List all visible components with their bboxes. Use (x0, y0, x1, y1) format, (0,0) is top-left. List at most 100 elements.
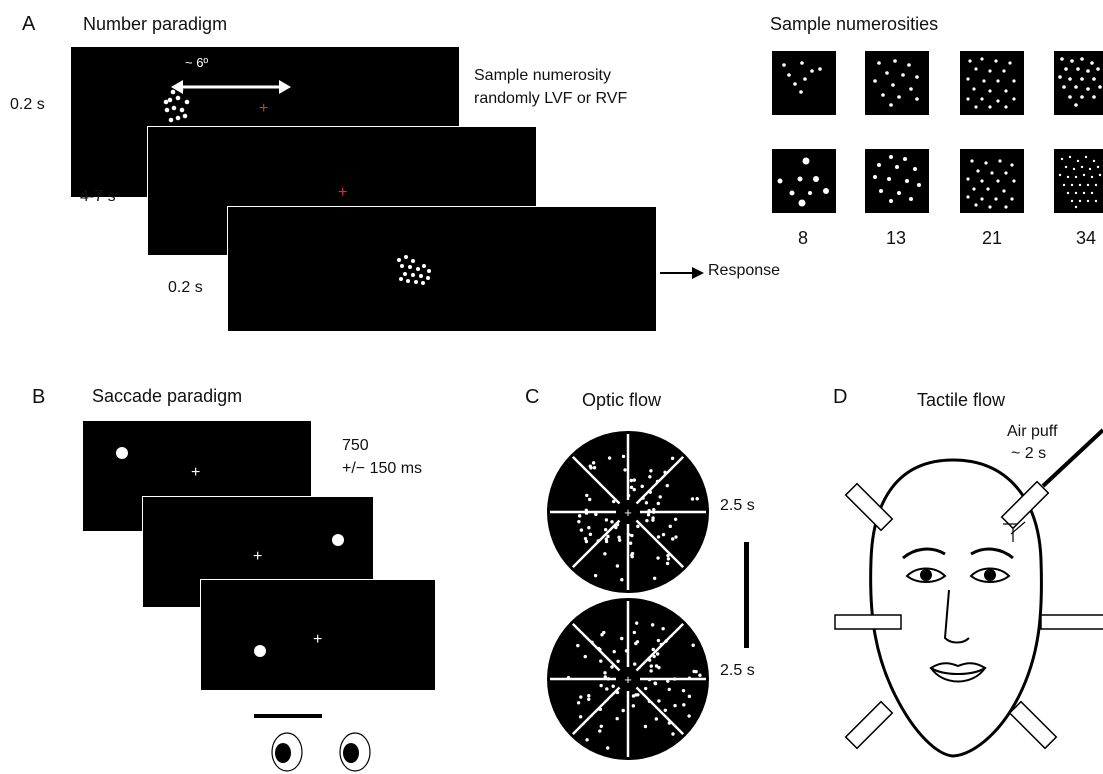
flow-dot (603, 671, 607, 675)
flow-dot (584, 539, 589, 544)
flow-dot (626, 493, 631, 498)
flow-dot (623, 468, 627, 472)
flow-dot (663, 708, 668, 712)
fixation-cross: + (313, 631, 323, 648)
flow-dot (566, 676, 571, 680)
flow-dot (656, 556, 660, 560)
flow-dot (663, 470, 667, 475)
panel-b-title: Saccade paradigm (92, 386, 243, 406)
flow-dot (636, 524, 640, 529)
flow-dot (630, 533, 634, 538)
flow-spoke (635, 622, 685, 672)
flow-dot (610, 665, 614, 669)
flow-dot (652, 576, 657, 580)
flow-dot (617, 535, 621, 539)
flow-dot (674, 535, 678, 539)
flow-dot (647, 699, 652, 703)
flow-dot (615, 716, 619, 721)
flow-dot (652, 654, 656, 659)
red-fixation-cross: + (259, 100, 269, 117)
numerosity-sample-13b (865, 149, 929, 213)
flow-dot (585, 493, 589, 498)
flow-dot (621, 708, 625, 713)
flow-dot (666, 553, 670, 558)
flow-dot (589, 466, 593, 470)
sample-dot-cluster (163, 87, 190, 123)
flow-dot (579, 695, 583, 699)
flow-dot (665, 561, 670, 566)
flow-dot (583, 536, 588, 541)
flow-dot (641, 496, 645, 500)
flow-dot (661, 532, 666, 537)
flow-dot (687, 694, 692, 699)
flow-dot (592, 466, 597, 470)
panel-b-letter: B (32, 386, 46, 408)
flow-dot (672, 677, 677, 681)
flow-dot (634, 621, 639, 625)
flow-dot (671, 732, 675, 736)
flow-dot (694, 669, 698, 674)
flow-dot (687, 714, 691, 718)
flow-dot (598, 707, 603, 712)
numerosity-label-21: 21 (982, 228, 1003, 248)
flow-dot (659, 642, 664, 647)
optic-flow-duration-bottom: 2.5 s (720, 662, 755, 679)
flow-dot (649, 669, 653, 673)
flow-dot (644, 501, 649, 505)
flow-dot (667, 687, 671, 692)
flow-dot (658, 495, 662, 499)
test-screen (227, 206, 657, 332)
svg-text:+: + (624, 505, 632, 520)
sample-note-line1: Sample numerosity (474, 67, 611, 84)
flow-dot (631, 694, 636, 698)
red-fixation-cross: + (338, 184, 348, 201)
flow-dot (668, 524, 672, 529)
flow-dot (606, 677, 611, 681)
eyes-icon (271, 732, 371, 772)
flow-spoke (571, 519, 621, 569)
flow-dot (645, 518, 649, 523)
flow-dot (587, 525, 591, 530)
optic-flow-disc-top: + (547, 431, 709, 593)
flow-dot (695, 497, 699, 501)
flow-spoke (571, 622, 621, 672)
flow-dot (621, 454, 626, 459)
flow-dot (636, 693, 640, 697)
flow-dot (599, 724, 603, 729)
fixation-cross: + (253, 548, 263, 565)
flow-dot (587, 694, 591, 698)
flow-dot (627, 532, 631, 537)
flow-spoke (571, 455, 621, 505)
panel-d-title: Tactile flow (917, 390, 1006, 410)
flow-dot (620, 578, 624, 582)
flow-dot (632, 478, 637, 482)
flow-dot (630, 553, 634, 557)
flow-dot (682, 703, 686, 707)
flow-dot (596, 539, 600, 543)
flow-dot (614, 525, 618, 530)
flow-dot (666, 679, 670, 683)
panel-d-letter: D (833, 386, 848, 408)
flow-spoke (571, 686, 621, 736)
flow-dot (648, 490, 652, 494)
flow-dot (615, 522, 620, 527)
air-puff-label-line2: ~ 2 s (1011, 445, 1047, 462)
air-puff-label-line1: Air puff (1007, 423, 1058, 440)
response-label: Response (708, 262, 781, 279)
flow-dot (584, 511, 589, 515)
face-drawing (834, 428, 1103, 758)
flow-dot (632, 487, 636, 492)
flow-dot (603, 675, 608, 679)
flow-dot (647, 677, 652, 682)
numerosity-sample-8b (772, 149, 836, 213)
flow-dot (631, 704, 636, 708)
flow-dot (666, 557, 671, 561)
saccade-screen-3: + (200, 579, 436, 691)
flow-dot (670, 456, 675, 461)
eye-trace-bar (254, 714, 322, 718)
flow-dot (605, 687, 609, 691)
flow-dot (628, 541, 633, 545)
flow-dot (656, 501, 660, 506)
panel-c-title: Optic flow (582, 390, 662, 410)
flow-dot (644, 686, 648, 691)
